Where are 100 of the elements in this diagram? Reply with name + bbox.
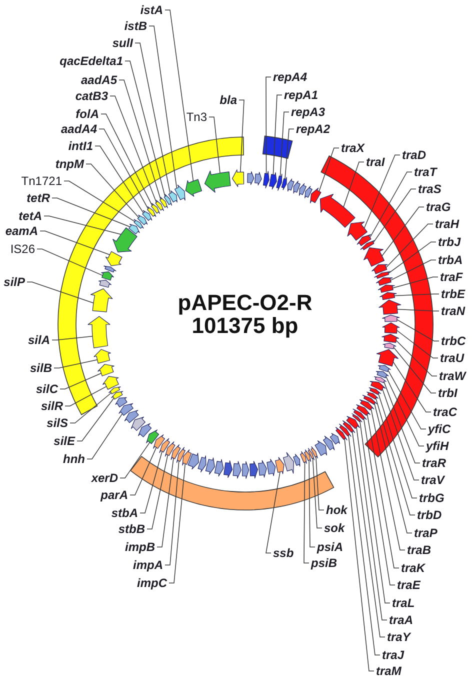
leader-line bbox=[146, 454, 168, 530]
leader-line bbox=[40, 230, 110, 256]
gene-feature bbox=[159, 438, 170, 453]
gene-label: istA bbox=[140, 3, 163, 17]
gene-label: impA bbox=[133, 558, 163, 572]
leader-line bbox=[372, 188, 416, 243]
gene-label: trbE bbox=[441, 287, 465, 301]
leader-line bbox=[266, 76, 272, 174]
gene-feature bbox=[168, 190, 178, 202]
gene-feature bbox=[111, 391, 124, 400]
gene-feature bbox=[360, 240, 376, 250]
leader-line bbox=[118, 80, 162, 200]
leader-line bbox=[86, 164, 140, 218]
gene-label: istB bbox=[124, 19, 147, 33]
gene-feature bbox=[380, 292, 397, 300]
gene-label: Tn3 bbox=[186, 110, 207, 124]
gene-feature bbox=[137, 214, 148, 226]
gene-label: traR bbox=[422, 456, 446, 470]
plasmid-title: pAPEC-O2-R 101375 bp bbox=[176, 291, 314, 337]
leader-line bbox=[284, 128, 294, 180]
gene-label: trbD bbox=[417, 508, 442, 522]
gene-feature bbox=[247, 171, 254, 185]
gene-feature bbox=[155, 200, 164, 211]
gene-feature bbox=[323, 436, 335, 450]
leader-line bbox=[110, 96, 157, 203]
gene-feature bbox=[300, 451, 307, 464]
gene-label: traE bbox=[397, 578, 420, 592]
gene-feature bbox=[275, 457, 284, 474]
leader-line bbox=[390, 260, 436, 281]
gene-feature bbox=[269, 172, 277, 190]
gene-feature bbox=[232, 169, 244, 187]
gene-feature bbox=[118, 403, 134, 416]
gene-feature bbox=[352, 408, 367, 420]
gene-feature bbox=[382, 342, 396, 350]
leader-line bbox=[394, 294, 440, 296]
leader-line bbox=[396, 330, 438, 358]
gene-label: silP bbox=[4, 275, 25, 289]
gene-feature bbox=[112, 227, 138, 252]
leader-line bbox=[392, 362, 432, 412]
gene-label: repA3 bbox=[291, 105, 326, 119]
gene-label: traC bbox=[433, 405, 458, 419]
leader-line bbox=[26, 282, 94, 304]
gene-feature bbox=[182, 449, 192, 466]
gene-feature bbox=[382, 322, 400, 334]
leader-line bbox=[343, 162, 364, 208]
gene-feature bbox=[293, 454, 300, 467]
gene-feature bbox=[250, 460, 258, 478]
gene-feature bbox=[98, 280, 112, 288]
gene-feature bbox=[159, 196, 168, 208]
gene-label: tetA bbox=[18, 209, 42, 223]
leader-line bbox=[208, 116, 220, 174]
leader-line bbox=[388, 242, 436, 274]
gene-label: sok bbox=[324, 521, 345, 535]
leader-line bbox=[370, 408, 406, 550]
leader-line bbox=[164, 460, 180, 566]
gene-feature bbox=[262, 170, 270, 188]
gene-label: traM bbox=[376, 664, 402, 678]
gene-feature bbox=[356, 234, 372, 246]
leader-line bbox=[100, 114, 153, 206]
leader-line bbox=[86, 413, 123, 460]
leader-line bbox=[76, 398, 114, 442]
leader-line bbox=[356, 426, 388, 620]
leader-line bbox=[280, 112, 290, 177]
gene-feature bbox=[102, 376, 119, 390]
gene-feature bbox=[352, 413, 362, 422]
gene-label: traV bbox=[421, 473, 444, 487]
gene-label: traJ bbox=[382, 648, 404, 662]
leader-line bbox=[386, 224, 434, 268]
gene-feature bbox=[98, 364, 114, 376]
gene-feature bbox=[170, 444, 181, 460]
gene-feature bbox=[266, 458, 276, 476]
gene-feature bbox=[347, 222, 368, 241]
gene-label: impB bbox=[125, 540, 155, 554]
gene-feature bbox=[105, 251, 122, 266]
gene-feature bbox=[293, 180, 300, 194]
leader-line bbox=[396, 340, 438, 376]
gene-feature bbox=[370, 381, 386, 391]
gene-label: yfiH bbox=[426, 439, 449, 453]
gene-label: IS26 bbox=[10, 242, 35, 256]
gene-feature bbox=[101, 271, 114, 281]
gene-feature bbox=[382, 314, 400, 322]
gene-label: traG bbox=[426, 200, 451, 214]
leader-line bbox=[54, 359, 98, 368]
leader-line bbox=[70, 392, 112, 424]
gene-feature bbox=[378, 300, 402, 315]
gene-label: traA bbox=[389, 613, 414, 627]
leader-line bbox=[124, 60, 166, 197]
gene-label: traD bbox=[402, 148, 426, 162]
gene-feature bbox=[382, 334, 400, 343]
gene-feature bbox=[115, 397, 128, 408]
leader-line bbox=[363, 418, 396, 586]
leader-line bbox=[348, 434, 380, 656]
gene-feature bbox=[151, 203, 160, 214]
gene-label: silS bbox=[46, 416, 68, 430]
gene-feature bbox=[94, 349, 111, 364]
gene-feature bbox=[356, 404, 370, 416]
leader-line bbox=[382, 206, 424, 256]
gene-feature bbox=[342, 420, 356, 433]
gene-label: intI1 bbox=[68, 139, 93, 153]
gene-feature bbox=[142, 210, 152, 221]
